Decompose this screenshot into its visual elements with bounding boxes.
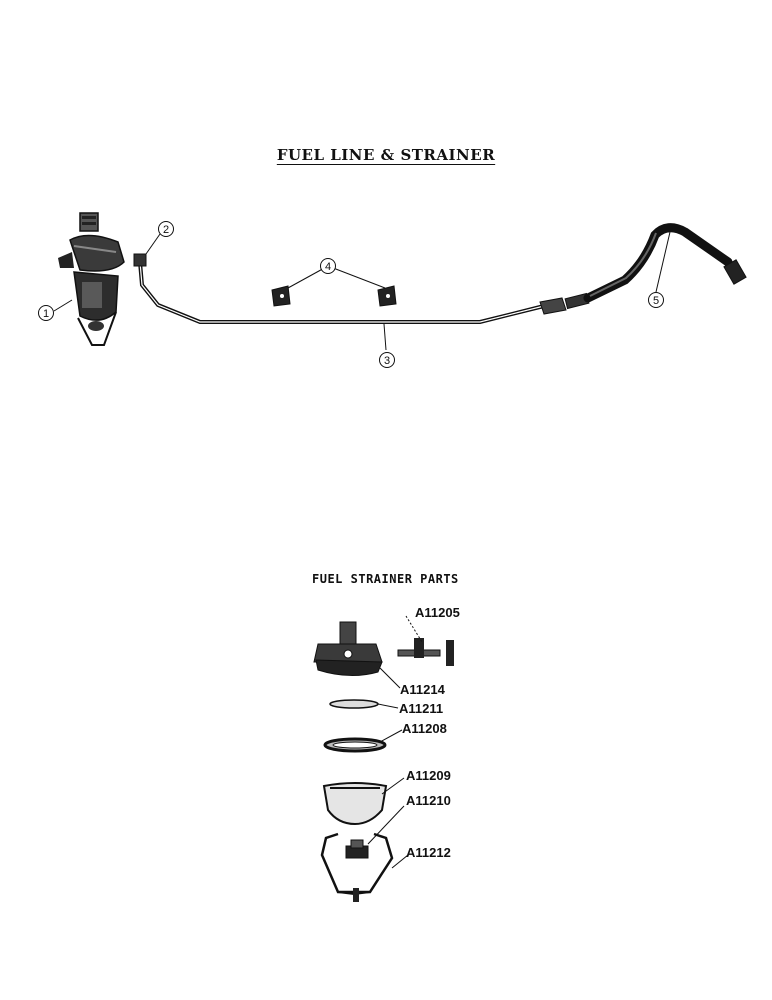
- drain-valve-illustration: [397, 638, 454, 666]
- parts-section-title: FUEL STRAINER PARTS: [312, 572, 459, 586]
- svg-text:3: 3: [384, 355, 390, 367]
- part-label-a11210: A11210: [406, 793, 451, 808]
- svg-text:1: 1: [43, 308, 49, 320]
- part-label-a11208: A11208: [402, 721, 447, 736]
- bail-illustration: [320, 832, 394, 902]
- part-label-a11209: A11209: [406, 768, 451, 783]
- callout-leaders: [53, 231, 671, 351]
- svg-text:4: 4: [325, 261, 331, 273]
- part-label-a11212: A11212: [406, 845, 451, 860]
- clips-illustration: [271, 285, 397, 307]
- diagram-title: FUEL LINE & STRAINER: [276, 146, 496, 164]
- svg-text:2: 2: [163, 224, 169, 236]
- callout-4: 4: [320, 258, 336, 274]
- callout-3: 3: [379, 352, 395, 368]
- part-leaders: [367, 615, 423, 869]
- strainer-head-illustration: [313, 621, 383, 676]
- gasket-large-illustration: [323, 737, 387, 753]
- part-label-a11211: A11211: [399, 701, 443, 716]
- screen-illustration: [345, 839, 369, 859]
- gasket-small-illustration: [329, 699, 379, 709]
- part-label-a11214: A11214: [400, 682, 446, 697]
- fuel-strainer-assembly-illustration: [58, 212, 125, 346]
- svg-text:5: 5: [653, 295, 659, 307]
- bowl-illustration: [322, 782, 388, 826]
- part-label-a11205: A11205: [415, 605, 460, 620]
- flexible-hose-illustration: [564, 223, 747, 310]
- fuel-pipe-illustration: [133, 253, 567, 324]
- callout-2: 2: [158, 221, 174, 237]
- callout-1: 1: [38, 305, 54, 321]
- callout-5: 5: [648, 292, 664, 308]
